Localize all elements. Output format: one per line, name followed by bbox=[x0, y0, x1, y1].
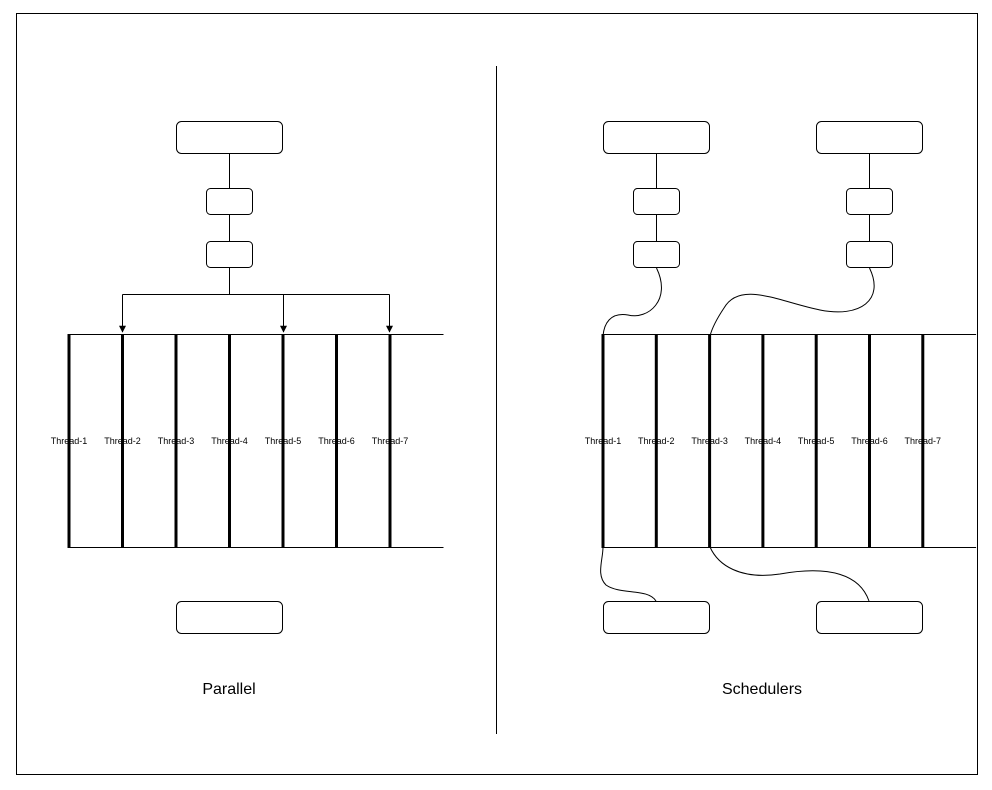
schedulers-thread-6-label: Thread-6 bbox=[851, 436, 888, 446]
parallel-thread-6-label: Thread-6 bbox=[318, 436, 355, 446]
parallel-caption: Parallel bbox=[202, 681, 255, 698]
parallel-thread-1-label: Thread-1 bbox=[51, 436, 88, 446]
parallel-stage-box-2 bbox=[206, 241, 253, 268]
parallel-panel: Thread-1 Thread-2 Thread-3 Thread-4 Thread-5… bbox=[51, 121, 444, 698]
schedulers-panel: Thread-1 Thread-2 Thread-3 Thread-4 Thread-5… bbox=[585, 121, 977, 698]
schedulers-thread-5-label: Thread-5 bbox=[798, 436, 835, 446]
scheduler-b-stage-box-2 bbox=[846, 241, 893, 268]
schedulers-thread-1-label: Thread-1 bbox=[585, 436, 622, 446]
scheduler-a-stage-box-1 bbox=[633, 188, 680, 215]
thread-1-to-sink-a-curve bbox=[600, 546, 657, 602]
parallel-thread-7-label: Thread-7 bbox=[372, 436, 409, 446]
thread-3-to-sink-b-curve bbox=[709, 546, 870, 602]
scheduler-b-source-box bbox=[816, 121, 923, 154]
parallel-thread-3-label: Thread-3 bbox=[158, 436, 195, 446]
schedulers-caption: Schedulers bbox=[722, 681, 802, 698]
parallel-source-box bbox=[176, 121, 283, 154]
parallel-thread-2-label: Thread-2 bbox=[104, 436, 141, 446]
schedulers-thread-4-label: Thread-4 bbox=[745, 436, 782, 446]
schedulers-thread-pool: Thread-1 Thread-2 Thread-3 Thread-4 Thread-5… bbox=[585, 334, 977, 548]
schedulers-thread-2-label: Thread-2 bbox=[638, 436, 675, 446]
schedulers-thread-7-label: Thread-7 bbox=[905, 436, 942, 446]
parallel-stage-box-1 bbox=[206, 188, 253, 215]
scheduler-a-to-thread-1-curve bbox=[602, 267, 662, 337]
scheduler-a-source-box bbox=[603, 121, 710, 154]
parallel-thread-5-label: Thread-5 bbox=[265, 436, 302, 446]
parallel-sink-box bbox=[176, 601, 283, 634]
schedulers-thread-3-label: Thread-3 bbox=[691, 436, 728, 446]
scheduler-b-stage-box-1 bbox=[846, 188, 893, 215]
parallel-thread-pool: Thread-1 Thread-2 Thread-3 Thread-4 Thread-5… bbox=[51, 334, 444, 548]
scheduler-b-sink-box bbox=[816, 601, 923, 634]
scheduler-a-sink-box bbox=[603, 601, 710, 634]
parallel-thread-4-label: Thread-4 bbox=[211, 436, 248, 446]
scheduler-a-stage-box-2 bbox=[633, 241, 680, 268]
scheduler-b-to-thread-3-curve bbox=[709, 267, 875, 337]
